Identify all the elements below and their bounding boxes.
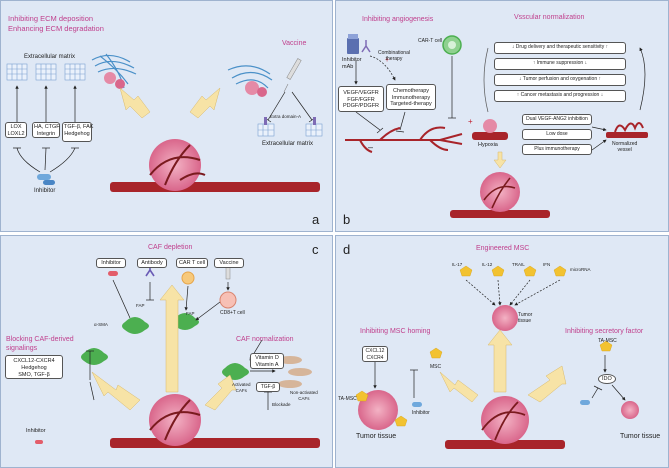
inhibitor-vial-icon [347, 34, 359, 54]
fiber-cluster-right [227, 65, 273, 89]
msc-homing-title: Inhibiting MSC homing [360, 328, 431, 335]
cd8-label: CD8+T cell [220, 310, 245, 316]
caf-inhibitor-box: Inhibitor [96, 258, 126, 268]
caf-car-t-box: CAR T cell [176, 258, 208, 268]
blockade-label: Blockade [272, 402, 291, 407]
ecm-label-right: Extracellular matrix [262, 141, 314, 147]
engineered-msc-icon [459, 265, 567, 277]
panel-letter-c: c [312, 242, 319, 257]
panel-letter-b: b [343, 212, 351, 227]
blood-vessel-branch [345, 126, 463, 153]
inhibitor-label-c: Inhibitor [26, 428, 46, 434]
panel-b-graphics: + – + [345, 34, 648, 218]
panel-letter-d: d [343, 242, 351, 257]
inhibitor-pill-icon-c [108, 271, 118, 276]
fap-label-1: FAP [136, 303, 145, 308]
non-activated-cafs-label: Non-activated CAFs [290, 390, 318, 401]
inhibitor-label-a: Inhibitor [34, 188, 56, 194]
car-t-icon-c [181, 271, 195, 285]
therapy-box: Chemotherapy Immunotherapy Targeted-ther… [386, 84, 436, 110]
antibody-icon [361, 40, 371, 53]
effect-box-3: ↓ Tumor perfusion and oxygenation ↑ [494, 74, 626, 86]
car-t-label-b: CAR-T cell [418, 38, 443, 44]
tumor-tissue-right [621, 401, 639, 419]
normalized-vessel-icon [606, 122, 648, 138]
tumor-tissue-left [358, 390, 398, 430]
option-dual-vegf: Dual VEGF-ANG2 inhibition [522, 114, 592, 125]
tumor-tissue-top [492, 305, 518, 331]
svg-text:+: + [468, 117, 473, 126]
angiogenesis-title: Inhibiting angiogenesis [362, 16, 434, 23]
cd8-t-cell-icon [219, 291, 237, 309]
normalized-vessel-label: Normalized vessel [612, 141, 638, 153]
msc-label: MSC [430, 364, 442, 370]
caf-vaccine-box: Vaccine [214, 258, 244, 268]
panel-d-graphics [355, 265, 639, 449]
caf-normalization-title: CAF normalization [236, 336, 294, 343]
vaccine-title: Vaccine [282, 40, 307, 47]
ecm-label-left: Extracellular matrix [24, 54, 76, 60]
fiber-cluster-left [91, 53, 137, 89]
vaccine-syringe-icon [283, 58, 302, 93]
activated-cafs-label: Activated CAFs [232, 382, 251, 393]
panel-a-title-2: Enhancing ECM degradation [8, 24, 104, 33]
combinational-label: Combinational therapy [378, 50, 410, 62]
effect-box-4: ↑ Cancer metastasis and progression ↓ [494, 90, 626, 102]
target-box-lox: LOX LOXL2 [5, 122, 27, 138]
ta-msc-right-label: TA-MSC [598, 338, 617, 344]
tumor-tissue-right-label: Tumor tissue [620, 433, 661, 440]
fap-label-2: FAP [186, 311, 195, 316]
target-box-tgfb: TGF-β, FAK Hedgehog [62, 122, 93, 142]
ido-label: IDO [598, 374, 616, 384]
tumor-tissue-left-label: Tumor tissue [356, 433, 397, 440]
factor-il12: IL-12 [482, 262, 493, 267]
ta-msc-left-label: TA-MSC [338, 396, 357, 402]
inhibitor-mab-label: Inhibitor mAb [342, 57, 362, 70]
tgfb-box: TGF-β [256, 382, 280, 392]
normalization-title: Vsscular normalization [514, 14, 585, 21]
inhibitor-capsule-icon [37, 174, 55, 185]
option-immunotherapy: Plus immunotherapy [522, 144, 592, 155]
secretory-title: Inhibiting secretory factor [565, 328, 644, 335]
blocking-title-1: Blocking CAF-derived [6, 336, 74, 343]
panel-c-graphics [35, 262, 320, 448]
ecm-grid-icon [6, 63, 86, 81]
target-box-ha: HA, CTGF Integrin [32, 122, 60, 138]
panel-a-title-1: Inhibiting ECM deposition [8, 14, 94, 23]
vegf-box: VEGF/VEGFR FGF/FGFR PDGF/PDGFR [338, 86, 384, 112]
engineered-msc-title: Engineered MSC [476, 245, 530, 252]
factor-il17: IL-17 [452, 262, 463, 267]
tumor-tissue-top-label: Tumor tissue [518, 312, 533, 324]
svg-text:–: – [368, 142, 373, 152]
signal-box: CXCL12-CXCR4 Hedgehog SMO, TGF-β [5, 355, 63, 379]
panel-a-graphics [6, 53, 323, 192]
caf-antibody-box: Antibody [137, 258, 167, 268]
hypoxia-tumor-icon [472, 119, 508, 140]
asma-label: α-SMA [94, 322, 108, 327]
option-low-dose: Low dose [522, 129, 592, 140]
factor-trail: TRAIL [512, 262, 525, 267]
panel-a [0, 0, 333, 232]
factor-microrna: microRNA [570, 267, 591, 272]
effect-box-2: ↑ Immune suppression ↓ [494, 58, 626, 70]
hypoxia-label: Hypoxia [478, 142, 498, 148]
vitamin-box: Vitamin D Vitamin A [250, 353, 284, 369]
homing-box: CXCL12 CXCR4 [362, 346, 388, 362]
svg-text:+: + [385, 57, 389, 64]
inhibitor-label-d: Inhibitor [412, 410, 430, 416]
caf-depletion-title: CAF depletion [148, 244, 193, 251]
effect-box-1: ↓ Drug delivery and therapeutic sensitiv… [494, 42, 626, 54]
factor-ifn: IFN [543, 262, 551, 267]
panel-letter-a: a [312, 212, 320, 227]
blocking-title-2: signalings [6, 345, 38, 352]
extra-domain-label: Extra domain-A [270, 114, 302, 119]
non-activated-caf-icon [278, 356, 312, 388]
